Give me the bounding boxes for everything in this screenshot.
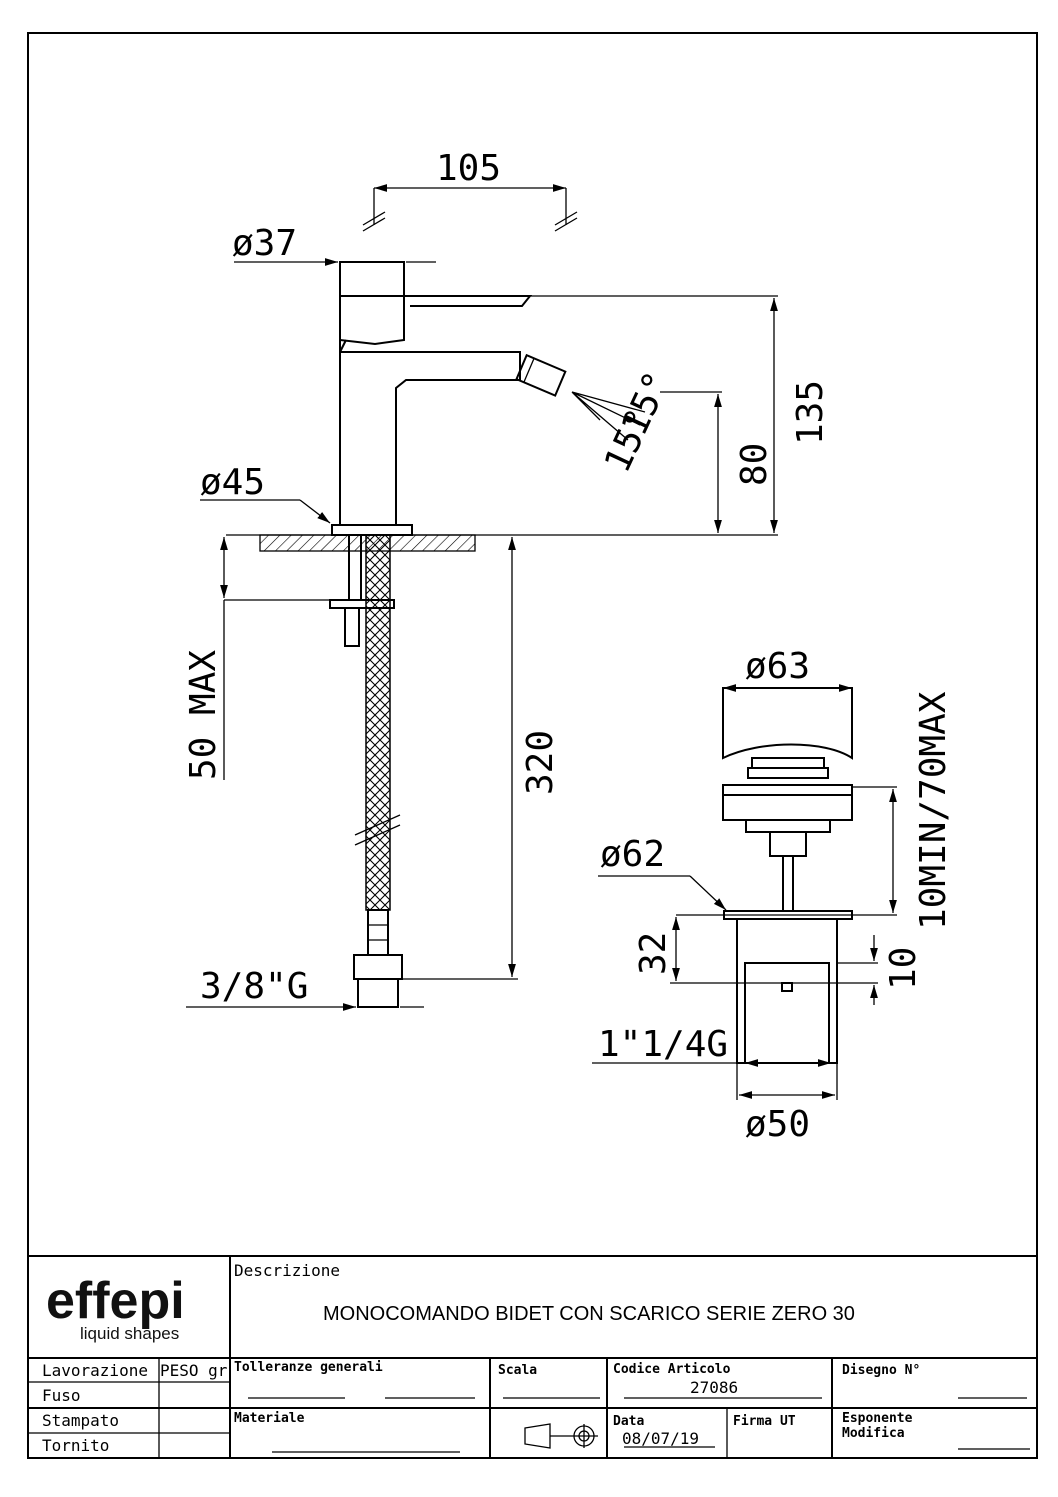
dim-320: 320 [520, 730, 561, 795]
firma-label: Firma UT [733, 1414, 796, 1429]
side-view-dimensions: 105 ø37 ø45 135 80 15° 15° 50 MAX 320 3/… [183, 148, 831, 1011]
dim-thread-3-8: 3/8"G [200, 966, 308, 1007]
description-text: MONOCOMANDO BIDET CON SCARICO SERIE ZERO… [323, 1303, 855, 1325]
disegno-label: Disegno N° [842, 1363, 920, 1378]
dim-diam-62: ø62 [600, 834, 665, 875]
dim-135: 135 [790, 380, 831, 445]
tolleranze-label: Tolleranze generali [234, 1360, 383, 1375]
codice-articolo-label: Codice Articolo [613, 1362, 731, 1377]
dim-diam-37: ø37 [232, 223, 297, 264]
faucet-side-view [226, 261, 778, 1008]
dim-105: 105 [436, 148, 501, 189]
data-label: Data [613, 1414, 644, 1429]
codice-articolo-value: 27086 [690, 1378, 738, 1397]
dim-diam-63: ø63 [745, 646, 810, 687]
stampato-label: Stampato [42, 1411, 119, 1430]
logo-main: effepi [46, 1272, 185, 1330]
scala-label: Scala [498, 1363, 537, 1378]
dim-80: 80 [734, 443, 775, 486]
descrizione-label: Descrizione [234, 1261, 340, 1280]
dim-10min-70max: 10MIN/70MAX [913, 691, 954, 930]
pop-up-waste [676, 687, 897, 1064]
logo-subtitle: liquid shapes [80, 1324, 179, 1343]
waste-dimensions: ø63 10MIN/70MAX ø62 32 10 1"1/4G ø50 [592, 646, 954, 1145]
data-value: 08/07/19 [622, 1429, 699, 1448]
peso-label: PESO gr [160, 1361, 228, 1380]
dim-diam-50: ø50 [745, 1104, 810, 1145]
fuso-label: Fuso [42, 1386, 81, 1405]
dim-10: 10 [883, 947, 924, 990]
dim-50-max: 50 MAX [183, 650, 224, 780]
esponente-label: Esponente [842, 1411, 913, 1426]
dim-32: 32 [633, 932, 674, 975]
title-block [28, 1255, 1037, 1458]
dim-thread-1-1-4: 1"1/4G [598, 1024, 728, 1065]
dim-diam-45: ø45 [200, 462, 265, 503]
modifica-label: Modifica [842, 1426, 905, 1441]
materiale-label: Materiale [234, 1411, 305, 1426]
projection-symbol [524, 1423, 551, 1449]
drawing-border [27, 32, 1038, 1459]
tornito-label: Tornito [42, 1436, 109, 1455]
lavorazione-label: Lavorazione [42, 1361, 148, 1380]
